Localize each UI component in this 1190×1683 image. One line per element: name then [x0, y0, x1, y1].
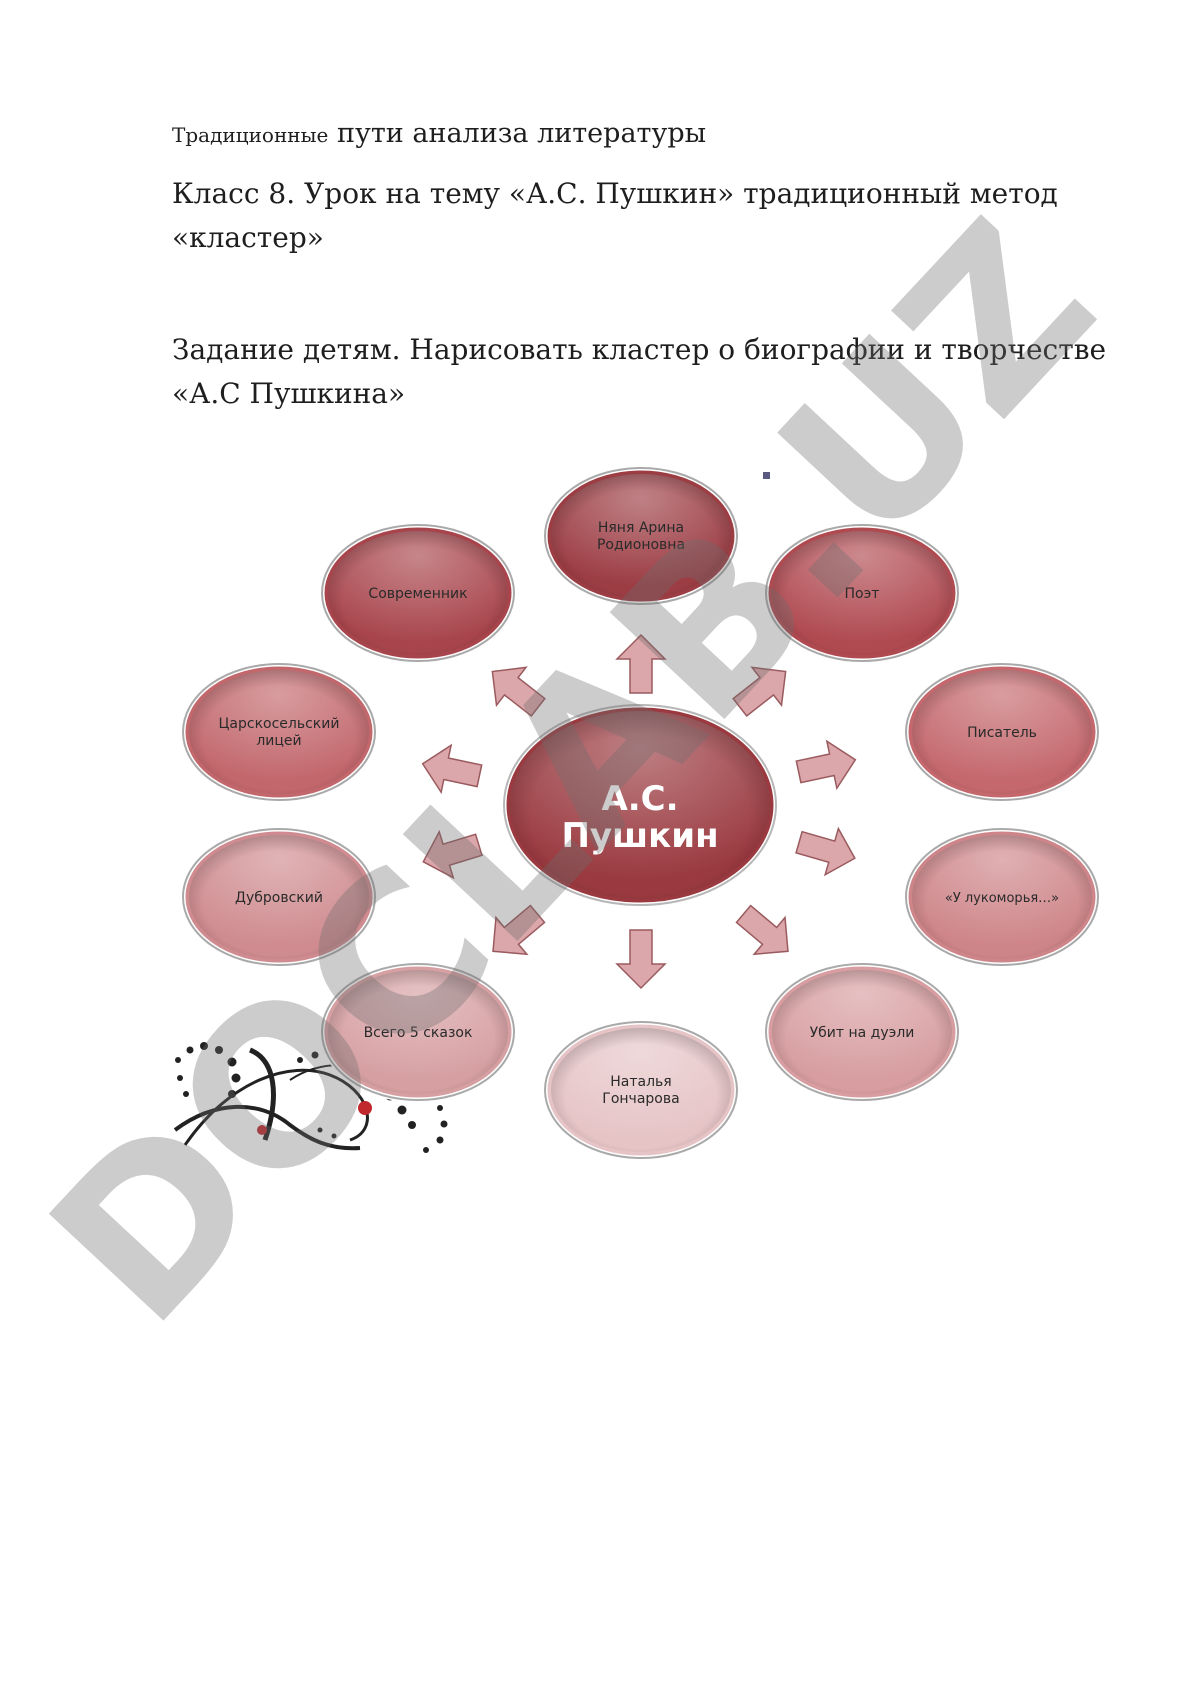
lesson-heading-line1: Класс 8. Урок на тему «А.С. Пушкин» трад…	[172, 177, 1058, 210]
cluster-arrow	[795, 739, 857, 791]
cluster-arrow	[615, 929, 667, 990]
task-text-line1: Задание детям. Нарисовать кластер о биог…	[172, 333, 1107, 366]
center-node-line1: А.С.	[601, 779, 678, 819]
cluster-arrow	[421, 743, 483, 795]
center-node: А.С. Пушкин	[501, 702, 779, 908]
cluster-node-label: «У лукоморья…»	[945, 891, 1059, 906]
lesson-heading-line2: «кластер»	[172, 221, 324, 254]
cluster-node-label: Современник	[368, 586, 467, 602]
cluster-node: Всего 5 сказок	[319, 961, 517, 1103]
cluster-node-label: Наталья	[610, 1074, 671, 1090]
cluster-arrow	[615, 633, 667, 694]
cluster-node-label: Няня Арина	[598, 520, 684, 536]
center-node-line2: Пушкин	[561, 816, 718, 856]
cluster-arrow	[795, 826, 856, 877]
task-text: Задание детям. Нарисовать кластер о биог…	[172, 328, 1106, 416]
cluster-node: Дубровский	[180, 826, 378, 968]
document-title-rest: пути анализа литературы	[336, 118, 707, 149]
cluster-node: Убит на дуэли	[763, 961, 961, 1103]
arrows-group	[421, 633, 857, 990]
cluster-node-label: Поэт	[845, 586, 880, 602]
cluster-node-label: Писатель	[967, 725, 1037, 741]
cluster-node: Писатель	[903, 661, 1101, 803]
cluster-arrow	[735, 904, 789, 956]
document-title: Традиционные пути анализа литературы	[172, 118, 706, 149]
task-text-line2: «А.С Пушкина»	[172, 377, 406, 410]
marker-square	[763, 472, 770, 479]
cluster-node-label: Родионовна	[597, 537, 685, 553]
cluster-arrow	[492, 904, 546, 956]
cluster-node-label: Всего 5 сказок	[364, 1025, 473, 1041]
document-title-small: Традиционные	[172, 123, 329, 147]
cluster-arrow	[732, 666, 787, 717]
cluster-node: «У лукоморья…»	[903, 826, 1101, 968]
cluster-node-label: Царскосельский	[219, 716, 340, 732]
cluster-node-label: Убит на дуэли	[810, 1025, 915, 1041]
cluster-node: Современник	[319, 522, 517, 664]
cluster-node: Поэт	[763, 522, 961, 664]
cluster-node-label: Гончарова	[602, 1091, 679, 1107]
cluster-node-label: Дубровский	[235, 890, 323, 906]
cluster-arrow	[422, 829, 483, 880]
cluster-node-label: лицей	[256, 733, 301, 749]
cluster-arrow	[491, 666, 546, 717]
lesson-heading: Класс 8. Урок на тему «А.С. Пушкин» трад…	[172, 172, 1058, 260]
